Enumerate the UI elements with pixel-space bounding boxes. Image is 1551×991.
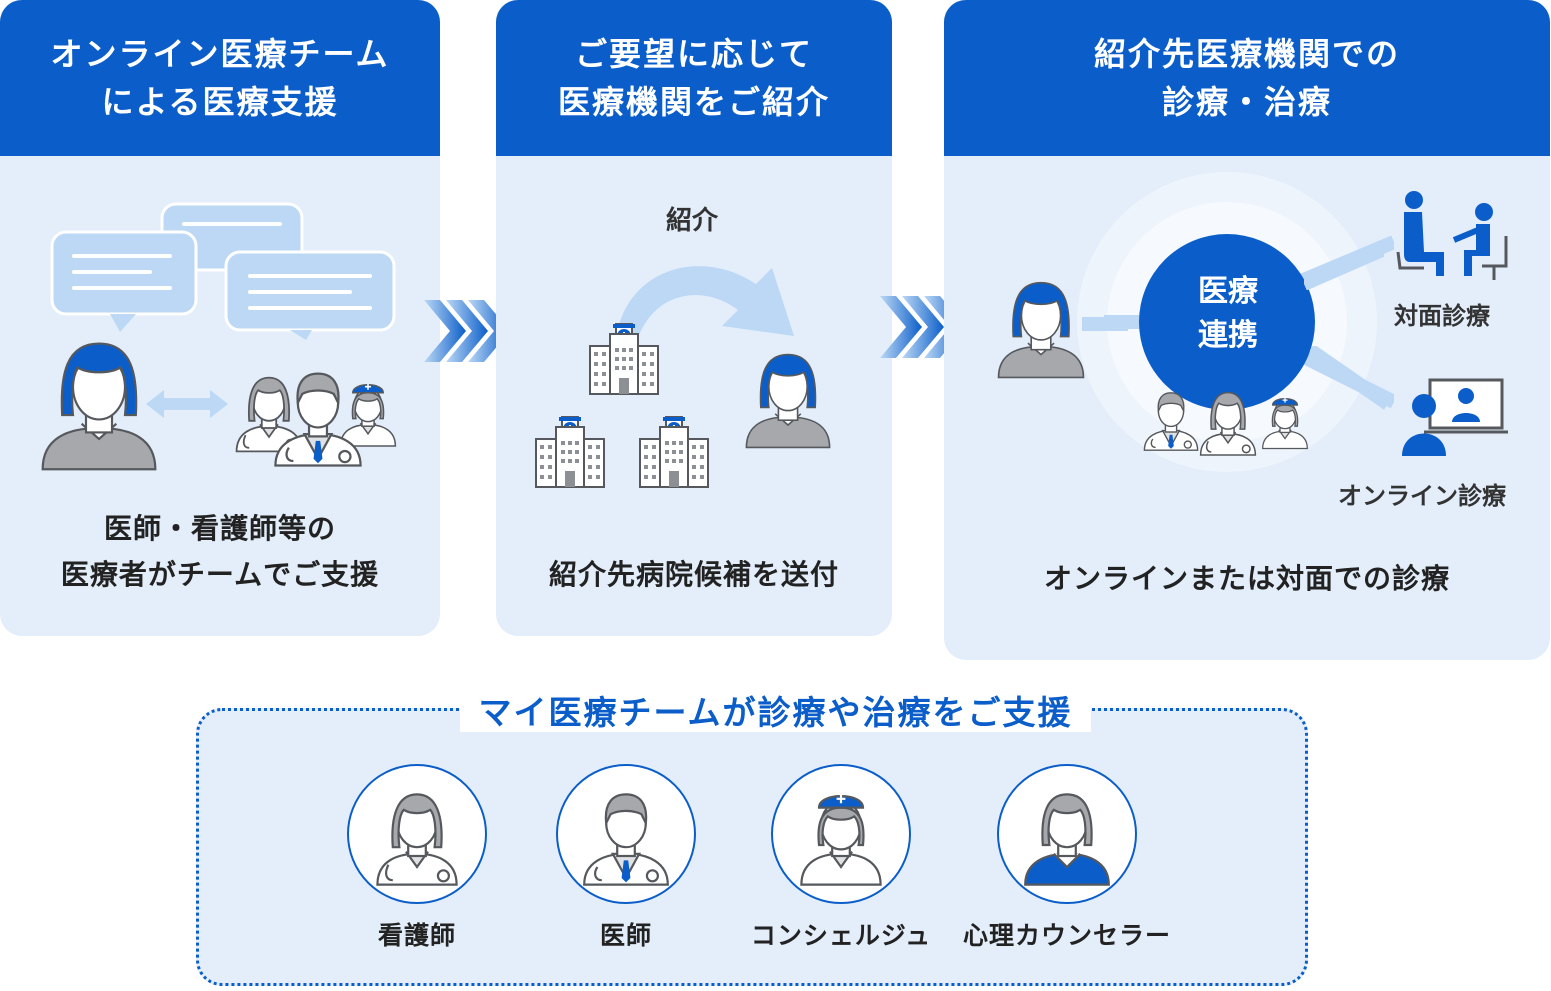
panel-header: 紹介先医療機関での 診療・治療 — [944, 0, 1550, 156]
cooperation-hub — [1077, 172, 1394, 472]
nurse-icon — [362, 779, 472, 889]
connector-line — [1310, 346, 1390, 410]
counselor-icon — [1012, 779, 1122, 889]
hospital-icon — [638, 414, 710, 490]
member-label: コンシェルジュ — [750, 921, 932, 950]
hospital-icon — [588, 320, 660, 398]
connector-line — [1304, 243, 1384, 290]
team-member-doctor: 医師 — [506, 764, 746, 952]
team-member-nurse: 看護師 — [297, 764, 537, 952]
panel-online-team: オンライン医療チーム による医療支援 医師・看護師等の 医療者がチームでご支援 — [0, 0, 440, 636]
member-label: 医師 — [599, 921, 652, 950]
team-member-concierge: コンシェルジュ — [721, 764, 961, 952]
panel-caption: 医師・看護師等の 医療者がチームでご支援 — [60, 512, 380, 591]
doctor-icon — [262, 352, 374, 476]
concierge-icon — [786, 779, 896, 889]
panel-caption: 紹介先病院候補を送付 — [548, 558, 839, 591]
patient-icon — [992, 268, 1090, 384]
member-label: 心理カウンセラー — [962, 921, 1171, 950]
patient-icon — [740, 340, 836, 454]
panel-referral: ご要望に応じて 医療機関をご紹介 紹介 紹介先病院候補を送付 — [496, 0, 892, 636]
in-person-consultation-icon — [1396, 191, 1508, 280]
panel-header: オンライン医療チーム による医療支援 — [0, 0, 440, 156]
panel-header: ご要望に応じて 医療機関をご紹介 — [496, 0, 892, 156]
in-person-label: 対面診療 — [1394, 302, 1490, 330]
hospital-icon — [534, 414, 606, 490]
double-arrow-icon — [146, 390, 228, 418]
nurse-icon — [1190, 372, 1266, 468]
curved-arrow-icon — [616, 266, 794, 344]
online-label: オンライン診療 — [1338, 482, 1506, 510]
chat-bubbles-icon — [50, 202, 396, 340]
doctor-icon — [571, 779, 681, 889]
referral-label: 紹介 — [666, 206, 719, 236]
cooperation-label: 医療 連携 — [1198, 274, 1258, 353]
online-consultation-icon — [1402, 378, 1508, 456]
connector-line — [1082, 317, 1128, 331]
member-label: 看護師 — [377, 921, 456, 950]
panel-treatment: 紹介先医療機関での 診療・治療 医療 連携 対面診療 — [944, 0, 1550, 660]
team-member-counselor: 心理カウンセラー — [947, 764, 1187, 952]
panel-caption: オンラインまたは対面での診療 — [1043, 562, 1450, 595]
